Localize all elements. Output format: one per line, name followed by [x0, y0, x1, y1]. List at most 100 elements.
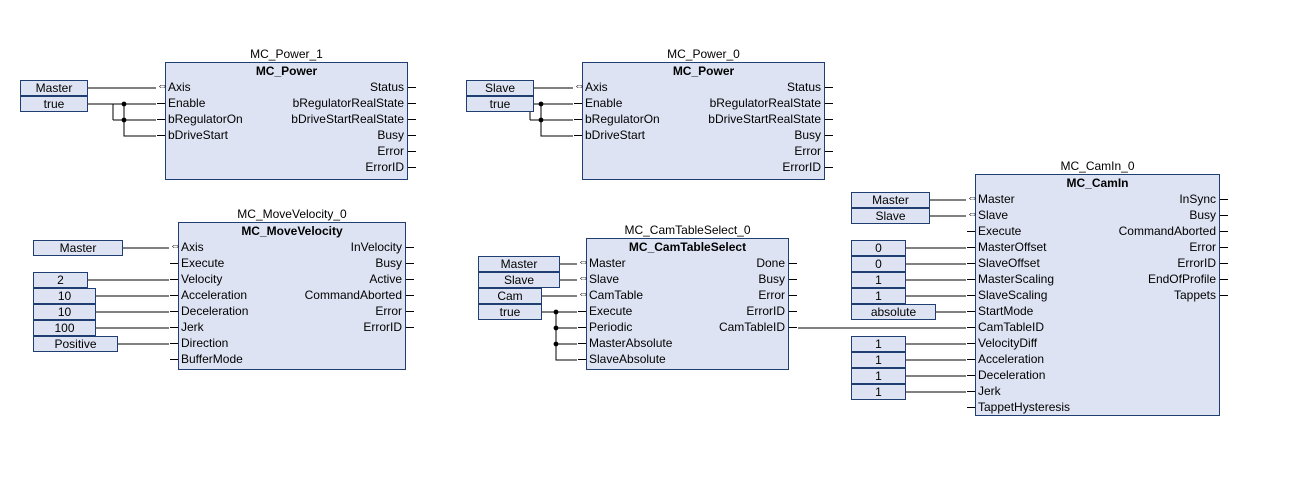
variable-box[interactable]: Master [20, 80, 88, 96]
input-pin-velocity[interactable]: Velocity [181, 272, 223, 286]
output-pin-tappets[interactable]: Tappets [1173, 288, 1216, 302]
variable-box[interactable]: Slave [851, 208, 930, 224]
output-pin-errorid[interactable]: ErrorID [363, 320, 402, 334]
input-pin-periodic[interactable]: Periodic [589, 320, 633, 334]
output-pin-endofprofile[interactable]: EndOfProfile [1147, 272, 1216, 286]
output-pin-status[interactable]: Status [786, 80, 821, 94]
output-pin-error[interactable]: Error [377, 144, 404, 158]
output-pin-bdrivestartrealstate[interactable]: bDriveStartRealState [291, 112, 404, 126]
variable-box[interactable]: 0 [851, 256, 906, 272]
input-pin-deceleration[interactable]: Deceleration [181, 304, 249, 318]
output-pin-invelocity[interactable]: InVelocity [350, 240, 402, 254]
input-pin-jerk[interactable]: Jerk [181, 320, 204, 334]
input-pin-masteroffset[interactable]: MasterOffset [978, 240, 1047, 254]
input-pin-tappethysteresis[interactable]: TappetHysteresis [978, 400, 1071, 414]
variable-box[interactable]: true [20, 96, 88, 112]
input-pin-masterscaling[interactable]: MasterScaling [978, 272, 1055, 286]
output-pin-busy[interactable]: Busy [794, 128, 821, 142]
input-pin-enable[interactable]: Enable [585, 96, 623, 110]
input-pin-masterabsolute[interactable]: MasterAbsolute [589, 336, 673, 350]
output-pin-error[interactable]: Error [375, 304, 402, 318]
variable-box[interactable]: absolute [851, 304, 936, 320]
variable-box[interactable]: 2 [33, 272, 88, 288]
variable-box[interactable]: Master [478, 256, 560, 272]
variable-box[interactable]: 1 [851, 336, 906, 352]
input-pin-camtableid[interactable]: CamTableID [978, 320, 1045, 334]
variable-box[interactable]: 1 [851, 352, 906, 368]
variable-box[interactable]: true [466, 96, 534, 112]
variable-box[interactable]: true [478, 304, 542, 320]
input-pin-axis[interactable]: Axis [181, 240, 204, 254]
variable-box[interactable]: Cam [478, 288, 542, 304]
wire[interactable] [542, 311, 577, 361]
variable-box[interactable]: Slave [478, 272, 560, 288]
variable-box[interactable]: 0 [851, 240, 906, 256]
variable-box[interactable]: Master [33, 240, 123, 256]
input-pin-camtable[interactable]: CamTable [589, 288, 644, 302]
output-pin-bdrivestartrealstate[interactable]: bDriveStartRealState [708, 112, 821, 126]
output-pin-bregulatorrealstate[interactable]: bRegulatorRealState [292, 96, 404, 110]
output-pin-done[interactable]: Done [756, 256, 785, 270]
input-pin-bregulatoron[interactable]: bRegulatorOn [168, 112, 243, 126]
input-pin-execute[interactable]: Execute [181, 256, 225, 270]
input-pin-axis[interactable]: Axis [585, 80, 608, 94]
input-pin-execute[interactable]: Execute [978, 224, 1022, 238]
output-pin-busy[interactable]: Busy [758, 272, 785, 286]
output-pin-error[interactable]: Error [1189, 240, 1216, 254]
output-pin-busy[interactable]: Busy [377, 128, 404, 142]
input-pin-bdrivestart[interactable]: bDriveStart [168, 128, 229, 142]
variable-box[interactable]: 100 [33, 320, 96, 336]
output-pin-camtableid[interactable]: CamTableID [718, 320, 785, 334]
wire[interactable] [88, 103, 156, 137]
input-pin-slaveoffset[interactable]: SlaveOffset [978, 256, 1040, 270]
output-pin-errorid[interactable]: ErrorID [365, 160, 404, 174]
input-pin-startmode[interactable]: StartMode [978, 304, 1034, 318]
input-pin-velocitydiff[interactable]: VelocityDiff [978, 336, 1038, 350]
output-pin-busy[interactable]: Busy [375, 256, 402, 270]
input-pin-enable[interactable]: Enable [168, 96, 206, 110]
output-pin-errorid[interactable]: ErrorID [746, 304, 785, 318]
input-pin-bdrivestart[interactable]: bDriveStart [585, 128, 646, 142]
input-pin-master[interactable]: Master [978, 192, 1015, 206]
input-pin-buffermode[interactable]: BufferMode [181, 352, 243, 366]
input-pin-deceleration[interactable]: Deceleration [978, 368, 1046, 382]
input-pin-slavescaling[interactable]: SlaveScaling [978, 288, 1048, 302]
output-pin-error[interactable]: Error [794, 144, 821, 158]
variable-box[interactable]: 10 [33, 288, 96, 304]
input-pin-slave[interactable]: Slave [589, 272, 620, 286]
output-pin-insync[interactable]: InSync [1179, 192, 1216, 206]
input-pin-bregulatoron[interactable]: bRegulatorOn [585, 112, 660, 126]
output-pin-errorid[interactable]: ErrorID [1177, 256, 1216, 270]
variable-box[interactable]: Master [851, 192, 930, 208]
input-pin-jerk[interactable]: Jerk [978, 384, 1001, 398]
variable-box[interactable]: Slave [466, 80, 534, 96]
output-pin-commandaborted[interactable]: CommandAborted [1118, 224, 1216, 238]
input-pin-axis[interactable]: Axis [168, 80, 191, 94]
variable-box[interactable]: 1 [851, 368, 906, 384]
output-pin-errorid[interactable]: ErrorID [782, 160, 821, 174]
output-pin-busy[interactable]: Busy [1189, 208, 1216, 222]
input-pin-acceleration[interactable]: Acceleration [181, 288, 248, 302]
output-pin-status[interactable]: Status [369, 80, 404, 94]
input-pin-execute[interactable]: Execute [589, 304, 633, 318]
input-pin-direction[interactable]: Direction [181, 336, 229, 350]
input-pin-acceleration[interactable]: Acceleration [978, 352, 1045, 366]
output-pin-error[interactable]: Error [758, 288, 785, 302]
variable-box[interactable]: 1 [851, 288, 906, 304]
input-pin-slave[interactable]: Slave [978, 208, 1009, 222]
variable-box[interactable]: 10 [33, 304, 96, 320]
wire[interactable] [534, 103, 573, 137]
output-pin-active[interactable]: Active [369, 272, 402, 286]
input-pin-slaveabsolute[interactable]: SlaveAbsolute [589, 352, 666, 366]
variable-box[interactable]: Positive [33, 336, 118, 352]
output-pin-bregulatorrealstate[interactable]: bRegulatorRealState [709, 96, 821, 110]
variable-box[interactable]: 1 [851, 272, 906, 288]
output-pin-commandaborted[interactable]: CommandAborted [304, 288, 402, 302]
variable-box[interactable]: 1 [851, 384, 906, 400]
